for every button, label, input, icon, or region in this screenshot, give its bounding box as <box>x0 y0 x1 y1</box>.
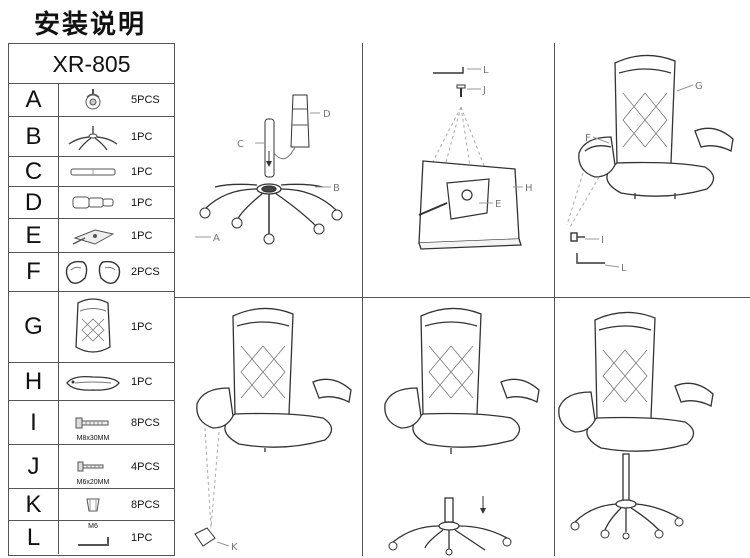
bolt-size-label: M8x30MM <box>76 435 110 442</box>
mechanism-plate-icon <box>59 219 127 252</box>
part-qty: 1PC <box>131 321 153 333</box>
callout-a: A <box>213 233 220 244</box>
part-qty: 1PC <box>131 229 153 242</box>
part-letter: G <box>9 292 59 362</box>
step-attach-caps: K <box>175 298 363 556</box>
allen-key-illustration <box>433 67 464 74</box>
bolt-size-label: M6x20MM <box>76 479 110 486</box>
part-row-g: G 1PC <box>9 292 174 363</box>
callout-l: L <box>483 65 489 76</box>
part-qty: 1PC <box>131 165 153 178</box>
callout-f: F <box>585 133 591 144</box>
part-letter: H <box>9 363 59 400</box>
callout-e: E <box>495 199 501 210</box>
part-qty: 1PC <box>131 196 153 209</box>
part-letter: J <box>9 445 59 488</box>
page-title: 安装说明 <box>34 10 147 40</box>
step-mechanism-to-seat: L J E H <box>363 43 555 298</box>
bolt-m6-icon: M6x20MM <box>59 445 127 488</box>
mechanism-illustration <box>418 178 490 220</box>
backrest-icon <box>59 292 127 362</box>
part-qty: 1PC <box>131 375 153 388</box>
callout-b: B <box>333 183 340 194</box>
callout-c: C <box>237 139 244 150</box>
model-number: XR-805 <box>9 44 174 84</box>
part-letter: F <box>9 253 59 291</box>
part-qty: 1PC <box>131 531 153 544</box>
part-letter: I <box>9 401 59 444</box>
assembly-steps: C D B A L J <box>175 43 750 556</box>
gas-lift-icon <box>59 157 127 186</box>
part-row-h: H 1PC <box>9 363 174 401</box>
bolt-m8-icon: M8x30MM <box>59 401 127 444</box>
part-row-j: J M6x20MM 4PCS <box>9 445 174 489</box>
part-row-l: L M6 1PC <box>9 521 174 554</box>
bolt-illustration <box>456 84 466 97</box>
part-row-k: K 8PCS <box>9 489 174 521</box>
part-letter: A <box>9 84 59 116</box>
part-qty: 1PC <box>131 130 153 143</box>
part-row-e: E 1PC <box>9 219 174 253</box>
part-row-f: F 2PCS <box>9 253 174 292</box>
allen-key-icon: M6 <box>59 521 127 554</box>
part-letter: C <box>9 157 59 186</box>
callout-j: J <box>482 85 486 96</box>
chair-top-illustration <box>196 307 352 452</box>
spring-washer-icon <box>59 489 127 520</box>
part-qty: 2PCS <box>131 266 160 278</box>
cylinder-cover-icon <box>59 187 127 218</box>
step-completed-chair <box>555 298 750 556</box>
part-qty: 8PCS <box>131 416 160 429</box>
parts-list: XR-805 A 5PCS B 1PC C 1PC D 1PC E 1PC <box>8 43 175 556</box>
step-base-assembly: C D B A <box>175 43 363 298</box>
seat-cushion-icon <box>59 363 127 400</box>
star-base-illustration <box>204 183 338 235</box>
chair-complete-illustration <box>558 311 714 532</box>
part-letter: B <box>9 117 59 156</box>
part-row-c: C 1PC <box>9 157 174 187</box>
part-qty: 8PCS <box>131 498 160 511</box>
star-base-icon <box>59 117 127 156</box>
part-row-d: D 1PC <box>9 187 174 219</box>
step-mount-on-base <box>363 298 555 556</box>
cap-illustration <box>194 527 216 547</box>
chair-top-illustration <box>384 307 540 454</box>
callout-d: D <box>323 109 331 120</box>
part-letter: L <box>9 521 59 554</box>
part-qty: 5PCS <box>131 94 160 106</box>
part-letter: K <box>9 489 59 520</box>
callout-k: K <box>231 542 238 553</box>
part-row-b: B 1PC <box>9 117 174 157</box>
part-row-i: I M8x30MM 8PCS <box>9 401 174 445</box>
caster-wheel-icon <box>59 84 127 116</box>
callout-g: G <box>695 81 703 92</box>
part-letter: D <box>9 187 59 218</box>
step-attach-armrests: G F I L <box>555 43 750 298</box>
chair-top-illustration <box>578 54 734 199</box>
base-illustration <box>392 497 508 551</box>
callout-i: I <box>601 235 604 246</box>
callout-h: H <box>525 183 533 194</box>
part-row-a: A 5PCS <box>9 84 174 117</box>
armrest-icon <box>59 253 127 291</box>
allen-key-size-label: M6 <box>88 523 98 530</box>
bolt-and-key-illustration <box>570 232 605 264</box>
gas-lift-illustration <box>264 94 310 178</box>
part-qty: 4PCS <box>131 460 160 473</box>
part-letter: E <box>9 219 59 252</box>
callout-l3: L <box>621 263 627 274</box>
caster-illustrations <box>199 207 343 245</box>
